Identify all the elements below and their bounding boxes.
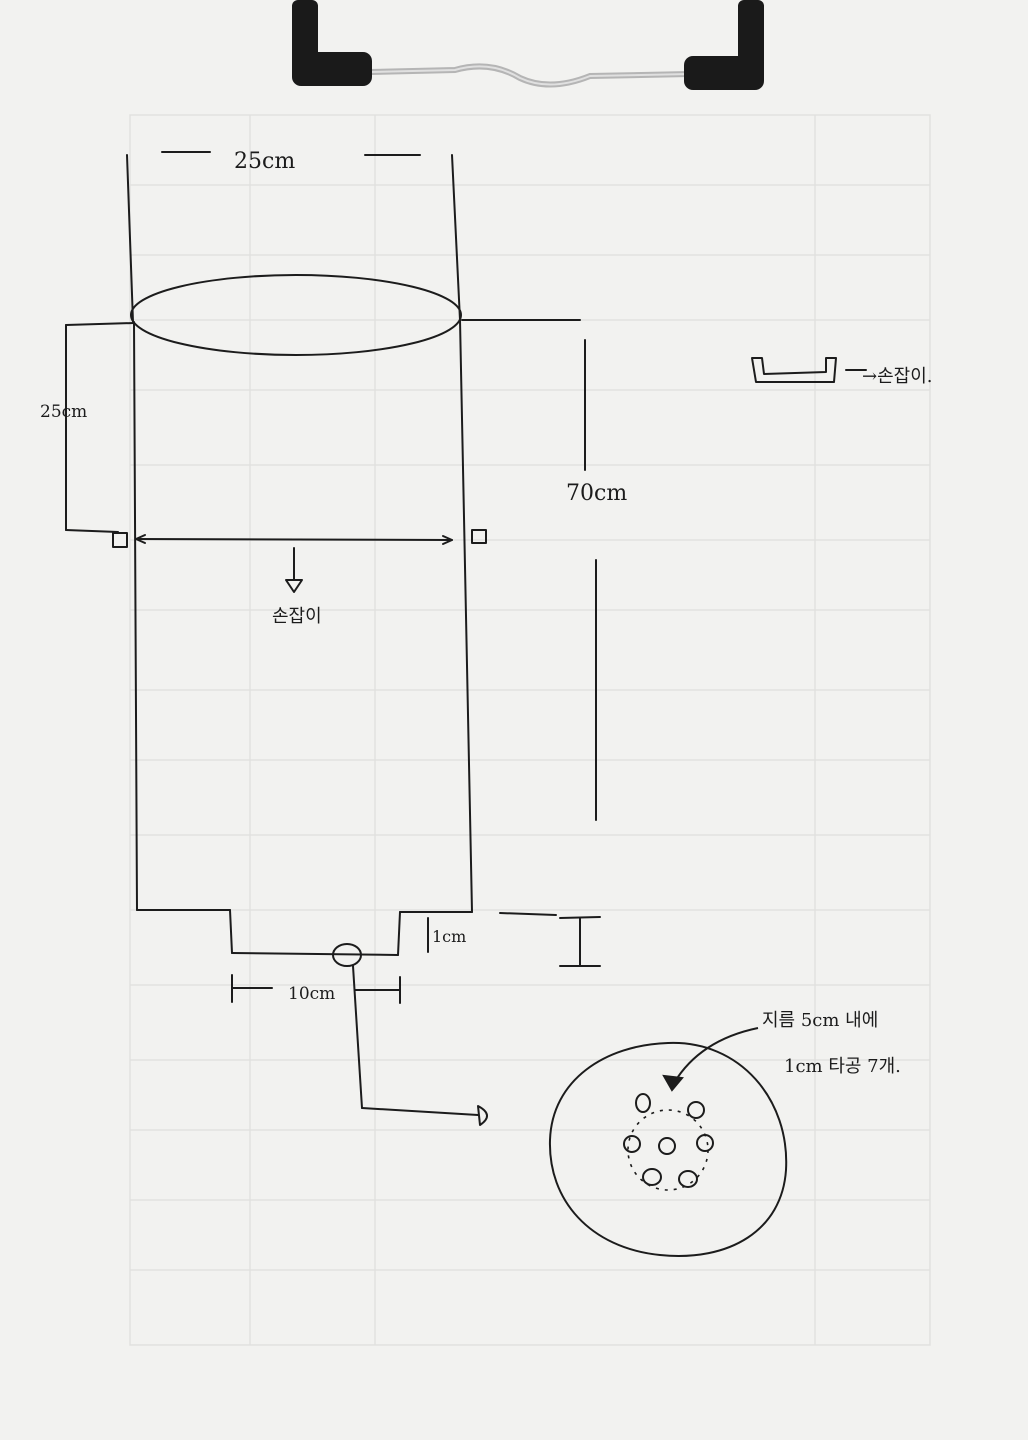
circle-hole-icon — [635, 1093, 651, 1113]
circle-hole-icon — [623, 1135, 641, 1153]
cylinder-drawing — [65, 151, 867, 1126]
circle-hole-icon — [696, 1134, 714, 1152]
cylinder-right-wall — [459, 319, 473, 913]
disk-outline — [548, 1041, 788, 1257]
circle-hole-icon — [642, 1168, 662, 1186]
top-ellipse — [130, 274, 462, 356]
handle-left — [112, 532, 128, 548]
note-line-2: 1cm 타공 7개. — [784, 1056, 901, 1077]
label-handle-detail: →손잡이. — [862, 366, 932, 387]
label-right-height: 70cm — [566, 481, 627, 506]
label-bottom-step: 1cm — [432, 927, 466, 946]
binder-clip-icon — [292, 0, 764, 90]
circle-hole-icon — [678, 1170, 698, 1188]
label-left-height: 25cm — [40, 402, 87, 422]
label-top-width: 25cm — [234, 149, 295, 174]
circle-hole-icon — [332, 943, 362, 967]
label-bottom-width: 10cm — [288, 984, 335, 1004]
label-handle-arrow: 손잡이 — [272, 606, 322, 627]
circle-hole-icon — [687, 1101, 705, 1119]
cylinder-left-wall — [133, 321, 138, 911]
handle-right — [471, 529, 487, 544]
faint-background-table — [129, 114, 931, 1346]
perforated-disk — [548, 1027, 788, 1257]
note-line-1: 지름 5cm 내에 — [762, 1010, 878, 1031]
circle-hole-icon — [658, 1137, 676, 1155]
